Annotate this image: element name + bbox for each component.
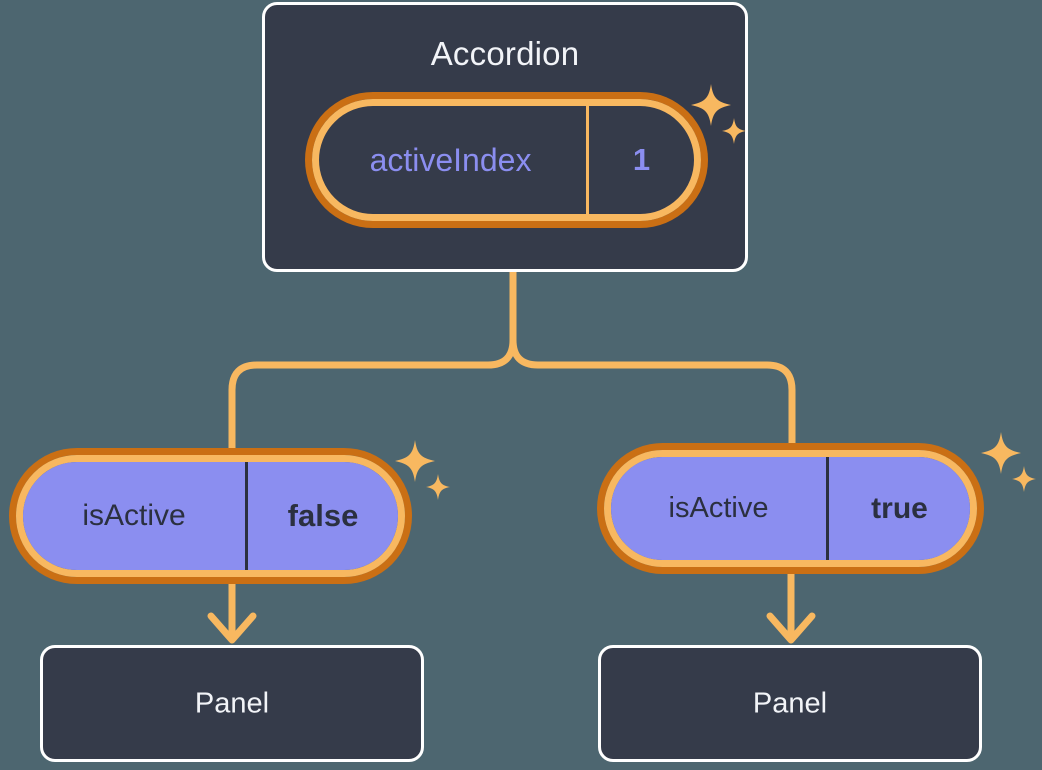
- state-pill-key: activeIndex: [319, 106, 589, 214]
- accordion-card-title: Accordion: [430, 35, 580, 72]
- arrow-down-icon-left: [207, 577, 257, 644]
- panel-card-label: Panel: [194, 687, 270, 719]
- panel-card-label: Panel: [752, 687, 828, 719]
- prop-pill-is-active-true[interactable]: isActive true: [604, 450, 977, 567]
- panel-card-left[interactable]: Panel: [40, 645, 424, 762]
- state-pill-value: 1: [632, 142, 651, 177]
- prop-pill-is-active-false[interactable]: isActive false: [16, 455, 405, 577]
- sparkle-icon: [980, 432, 1038, 494]
- prop-pill-key: isActive: [611, 457, 829, 560]
- connector-right-branch: [509, 268, 796, 454]
- arrow-down-icon-right: [766, 570, 816, 644]
- prop-pill-key: isActive: [23, 462, 248, 570]
- state-pill-active-index[interactable]: activeIndex 1: [312, 99, 701, 221]
- panel-card-right[interactable]: Panel: [598, 645, 982, 762]
- connector-left-branch: [228, 268, 517, 459]
- prop-pill-value: false: [248, 462, 398, 570]
- prop-pill-value: true: [829, 457, 970, 560]
